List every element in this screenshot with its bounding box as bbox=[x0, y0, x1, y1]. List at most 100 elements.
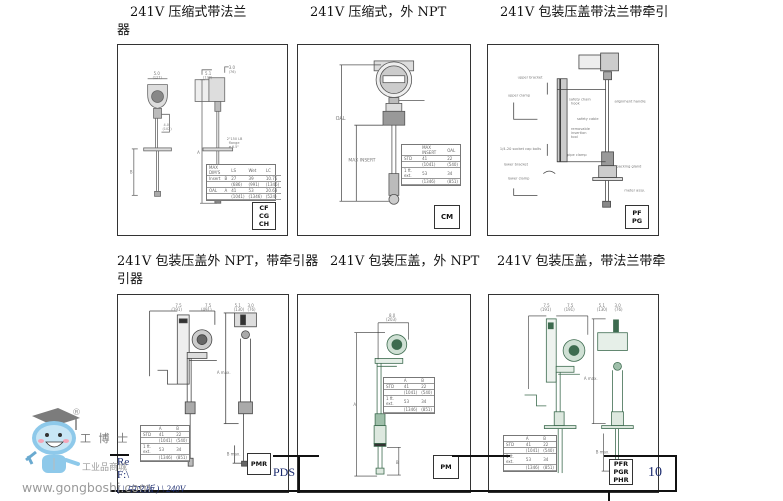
table-header: Wet bbox=[246, 165, 264, 176]
svg-text:(191): (191) bbox=[564, 307, 575, 312]
drawing-panel-pfr: 7.5 (191) 7.5 (191) 5.1 (130) 3.0 (76) A… bbox=[488, 294, 659, 493]
table-row: (1041)(540) bbox=[141, 437, 189, 444]
footer-fragment-bottom: ( \ 中文版 ) \ 240V bbox=[117, 484, 186, 494]
overlay-rule bbox=[110, 454, 129, 456]
table-header: LS bbox=[229, 165, 247, 176]
table-header: MAX DIM'S bbox=[207, 165, 223, 176]
svg-text:4.0: 4.0 bbox=[163, 123, 168, 127]
watermark-brand: 工 博 士 bbox=[80, 432, 130, 445]
svg-text:insertion: insertion bbox=[571, 131, 587, 135]
svg-text:(102): (102) bbox=[162, 127, 172, 131]
svg-text:flange: flange bbox=[229, 141, 240, 145]
svg-text:(130): (130) bbox=[203, 76, 213, 80]
svg-text:A max.: A max. bbox=[584, 376, 598, 381]
table-header bbox=[504, 436, 524, 442]
svg-text:5.1: 5.1 bbox=[205, 71, 212, 76]
svg-text:(76): (76) bbox=[615, 307, 624, 312]
svg-text:(203): (203) bbox=[386, 317, 397, 322]
overlay-rule bbox=[675, 455, 677, 492]
model-code: PF bbox=[632, 209, 642, 217]
table-row: (1346)(851) bbox=[402, 178, 460, 185]
caption-cf-wrap: 器 bbox=[117, 23, 131, 38]
svg-text:3.0: 3.0 bbox=[615, 303, 622, 308]
svg-text:tool: tool bbox=[571, 135, 578, 139]
drawing-panel-cf: 5.0 (127) 5.1 (130) 3.0 (76) 4.0 (102) 2… bbox=[117, 44, 288, 236]
meter-drawing-cf: 5.0 (127) 5.1 (130) 3.0 (76) 4.0 (102) 2… bbox=[130, 65, 243, 204]
table-row: (1346)(851) bbox=[141, 454, 189, 461]
table-row: (1041)(540) bbox=[504, 447, 556, 454]
table-header: A bbox=[523, 436, 542, 442]
model-code-box-cf: CF CG CH bbox=[252, 202, 276, 230]
svg-text:3.0: 3.0 bbox=[229, 65, 236, 70]
table-row: (1041)(540) bbox=[384, 389, 434, 396]
model-code-box-pmr: PMR bbox=[247, 453, 271, 475]
svg-text:2"150 LB: 2"150 LB bbox=[227, 137, 243, 141]
model-code-box-pm: PM bbox=[433, 455, 459, 479]
table-header: A bbox=[401, 378, 420, 384]
table-header bbox=[222, 165, 230, 176]
svg-text:(127): (127) bbox=[153, 76, 163, 80]
svg-text:(130): (130) bbox=[234, 307, 245, 312]
model-code: PGR bbox=[613, 468, 629, 476]
caption-cf: 241V 压缩式带法兰 bbox=[130, 5, 247, 20]
meter-drawing-pf: upper bracket upper clamp safety chain h… bbox=[500, 52, 646, 208]
svg-text:alignment handle: alignment handle bbox=[615, 99, 646, 103]
svg-text:3.0: 3.0 bbox=[247, 303, 254, 308]
svg-text:upper bracket: upper bracket bbox=[518, 76, 543, 80]
svg-text:B max.: B max. bbox=[596, 449, 610, 454]
registered-mark: ® bbox=[72, 408, 81, 418]
page-number: 10 bbox=[648, 465, 662, 480]
overlay-rule bbox=[452, 455, 510, 457]
svg-text:B max.: B max. bbox=[227, 451, 241, 456]
svg-text:(130): (130) bbox=[597, 307, 608, 312]
watermark-url: www.gongboshi.com bbox=[22, 480, 152, 495]
table-row: (1041)(540) bbox=[402, 161, 460, 168]
overlay-rule bbox=[604, 455, 676, 457]
svg-text:hook: hook bbox=[571, 101, 581, 105]
svg-text:packing gland: packing gland bbox=[616, 165, 641, 169]
svg-text:B: B bbox=[130, 170, 133, 175]
svg-text:7.5: 7.5 bbox=[543, 303, 550, 308]
model-code: CF bbox=[259, 204, 269, 212]
svg-text:5.0: 5.0 bbox=[154, 71, 161, 76]
svg-text:lower clamp: lower clamp bbox=[508, 177, 530, 181]
model-code: PMR bbox=[250, 460, 268, 468]
drawing-panel-pmr: 7.5 (191) 7.5 (491) 5.1 (130) 3.0 (76) A… bbox=[117, 294, 289, 493]
svg-text:A: A bbox=[197, 150, 200, 155]
svg-text:1/4-20 socket cap bolts: 1/4-20 socket cap bolts bbox=[500, 147, 542, 151]
table-header: LC bbox=[263, 165, 282, 176]
table-header bbox=[141, 426, 157, 432]
svg-text:safety chain: safety chain bbox=[569, 97, 591, 101]
model-code-box-pf: PF PG bbox=[625, 205, 649, 229]
overlay-rule bbox=[273, 455, 319, 457]
footer-fragment-re: Re bbox=[117, 456, 130, 468]
svg-text:safety cable: safety cable bbox=[577, 117, 599, 121]
meter-drawing-pmr: 7.5 (191) 7.5 (491) 5.1 (130) 3.0 (76) A… bbox=[149, 303, 257, 467]
svg-text:B: B bbox=[396, 460, 399, 465]
table-header: MAX INSERT bbox=[420, 145, 446, 156]
table-row: (1041)(1346)(524) bbox=[207, 193, 282, 200]
svg-text:A max.: A max. bbox=[217, 370, 231, 375]
drawing-panel-pf: upper bracket upper clamp safety chain h… bbox=[487, 44, 659, 236]
caption-pmr-wrap: 引器 bbox=[117, 272, 144, 287]
model-code: CM bbox=[440, 213, 454, 221]
svg-text:meter assy.: meter assy. bbox=[624, 188, 644, 192]
model-code: PM bbox=[440, 463, 452, 471]
caption-pmr: 241V 包装压盖外 NPT，带牵引器 bbox=[117, 254, 319, 269]
svg-text:A: A bbox=[353, 402, 356, 407]
overlay-rule-bottom bbox=[110, 490, 676, 492]
footer-fragment-path: F:\ bbox=[117, 469, 130, 481]
model-code: PG bbox=[631, 217, 643, 225]
table-header: B bbox=[174, 426, 189, 432]
svg-text:upper clamp: upper clamp bbox=[508, 94, 531, 98]
svg-text:pipe clamp: pipe clamp bbox=[567, 153, 587, 157]
svg-text:OAL: OAL bbox=[336, 116, 346, 122]
